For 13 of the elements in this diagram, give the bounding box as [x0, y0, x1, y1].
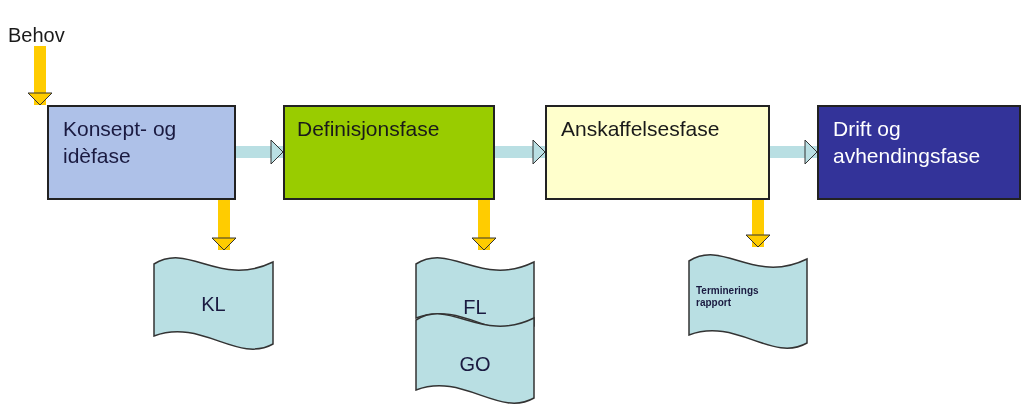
phase-label: Drift og avhendingsfase — [833, 116, 982, 170]
phase-box — [283, 105, 495, 200]
input-label: Behov — [8, 23, 66, 48]
phase-box — [47, 105, 236, 200]
phase-box — [545, 105, 770, 200]
phase-label: Konsept- og idèfase — [63, 116, 178, 170]
phase-box — [817, 105, 1021, 200]
phase-label: Definisjonsfase — [297, 116, 441, 142]
phase-label: Anskaffelsesfase — [561, 116, 721, 142]
document-label: Terminerings rapport — [696, 285, 760, 309]
document-label: GO — [459, 352, 491, 377]
document-label: FL — [463, 295, 487, 320]
document-label: KL — [201, 292, 226, 317]
